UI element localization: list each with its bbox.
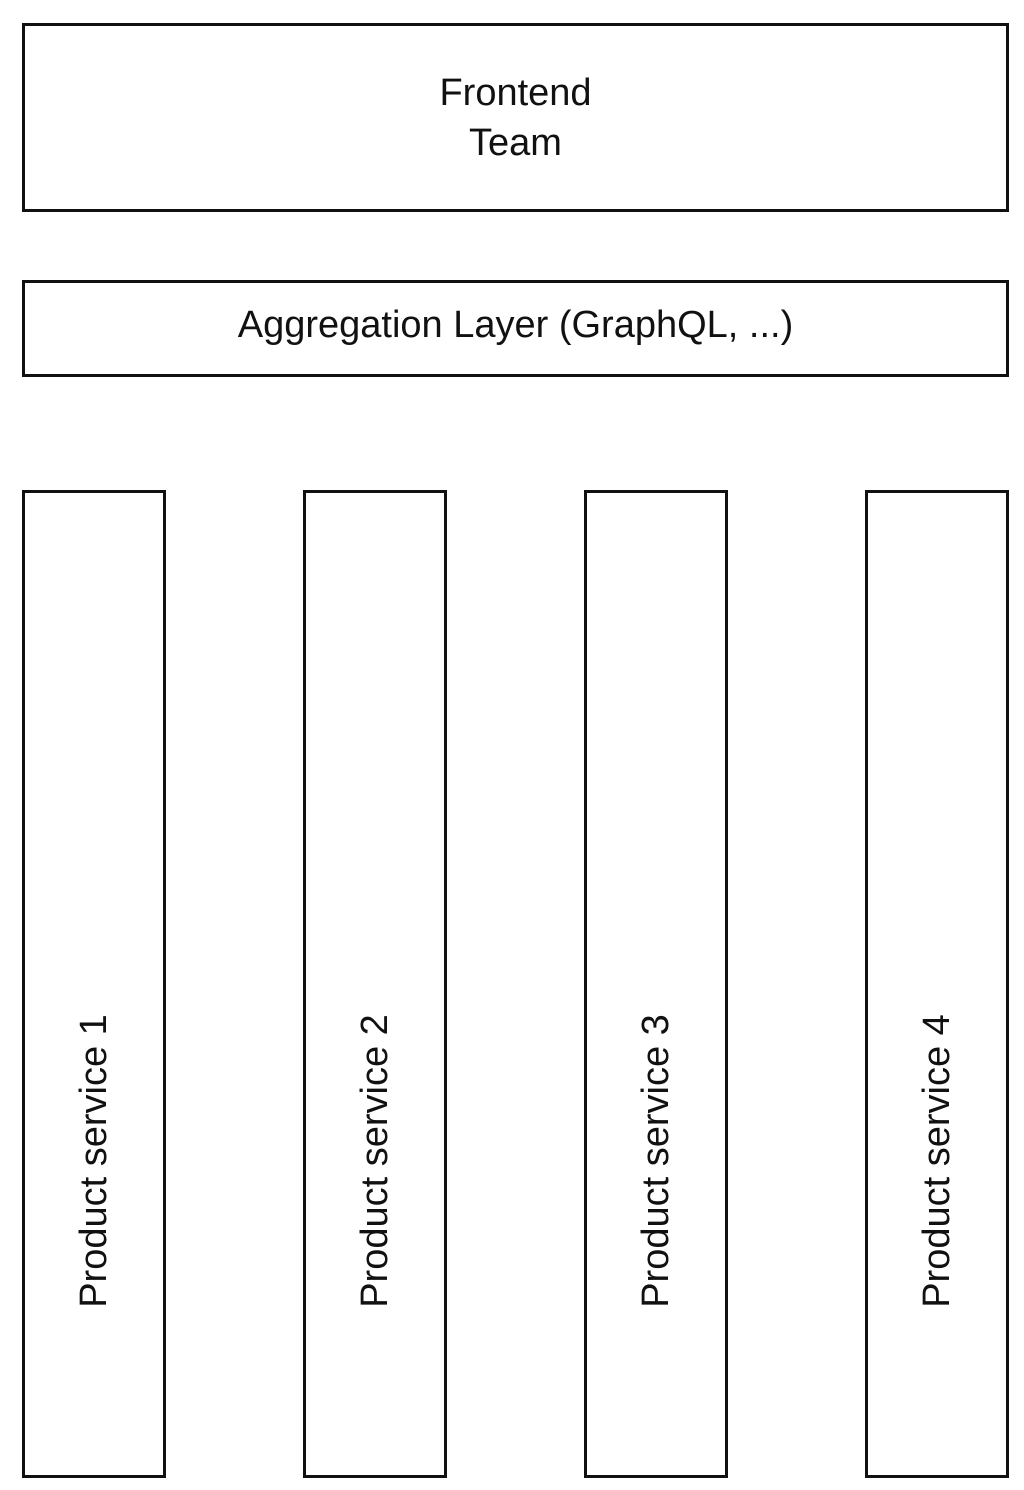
product-service-4-label: Product service 4	[916, 1014, 958, 1308]
frontend-team-box: Frontend Team	[22, 23, 1009, 212]
product-service-1-box: Product service 1	[22, 490, 166, 1478]
product-service-2-label: Product service 2	[354, 1014, 396, 1308]
product-service-3-box: Product service 3	[584, 490, 728, 1478]
frontend-team-label-line2: Team	[469, 121, 562, 164]
aggregation-layer-label: Aggregation Layer (GraphQL, ...)	[237, 303, 794, 346]
frontend-team-label-line1: Frontend	[439, 71, 592, 114]
product-service-4-box: Product service 4	[865, 490, 1009, 1478]
product-service-3-label: Product service 3	[635, 1014, 677, 1308]
product-service-2-box: Product service 2	[303, 490, 447, 1478]
aggregation-layer-box: Aggregation Layer (GraphQL, ...)	[22, 280, 1009, 377]
product-service-1-label: Product service 1	[73, 1014, 115, 1308]
